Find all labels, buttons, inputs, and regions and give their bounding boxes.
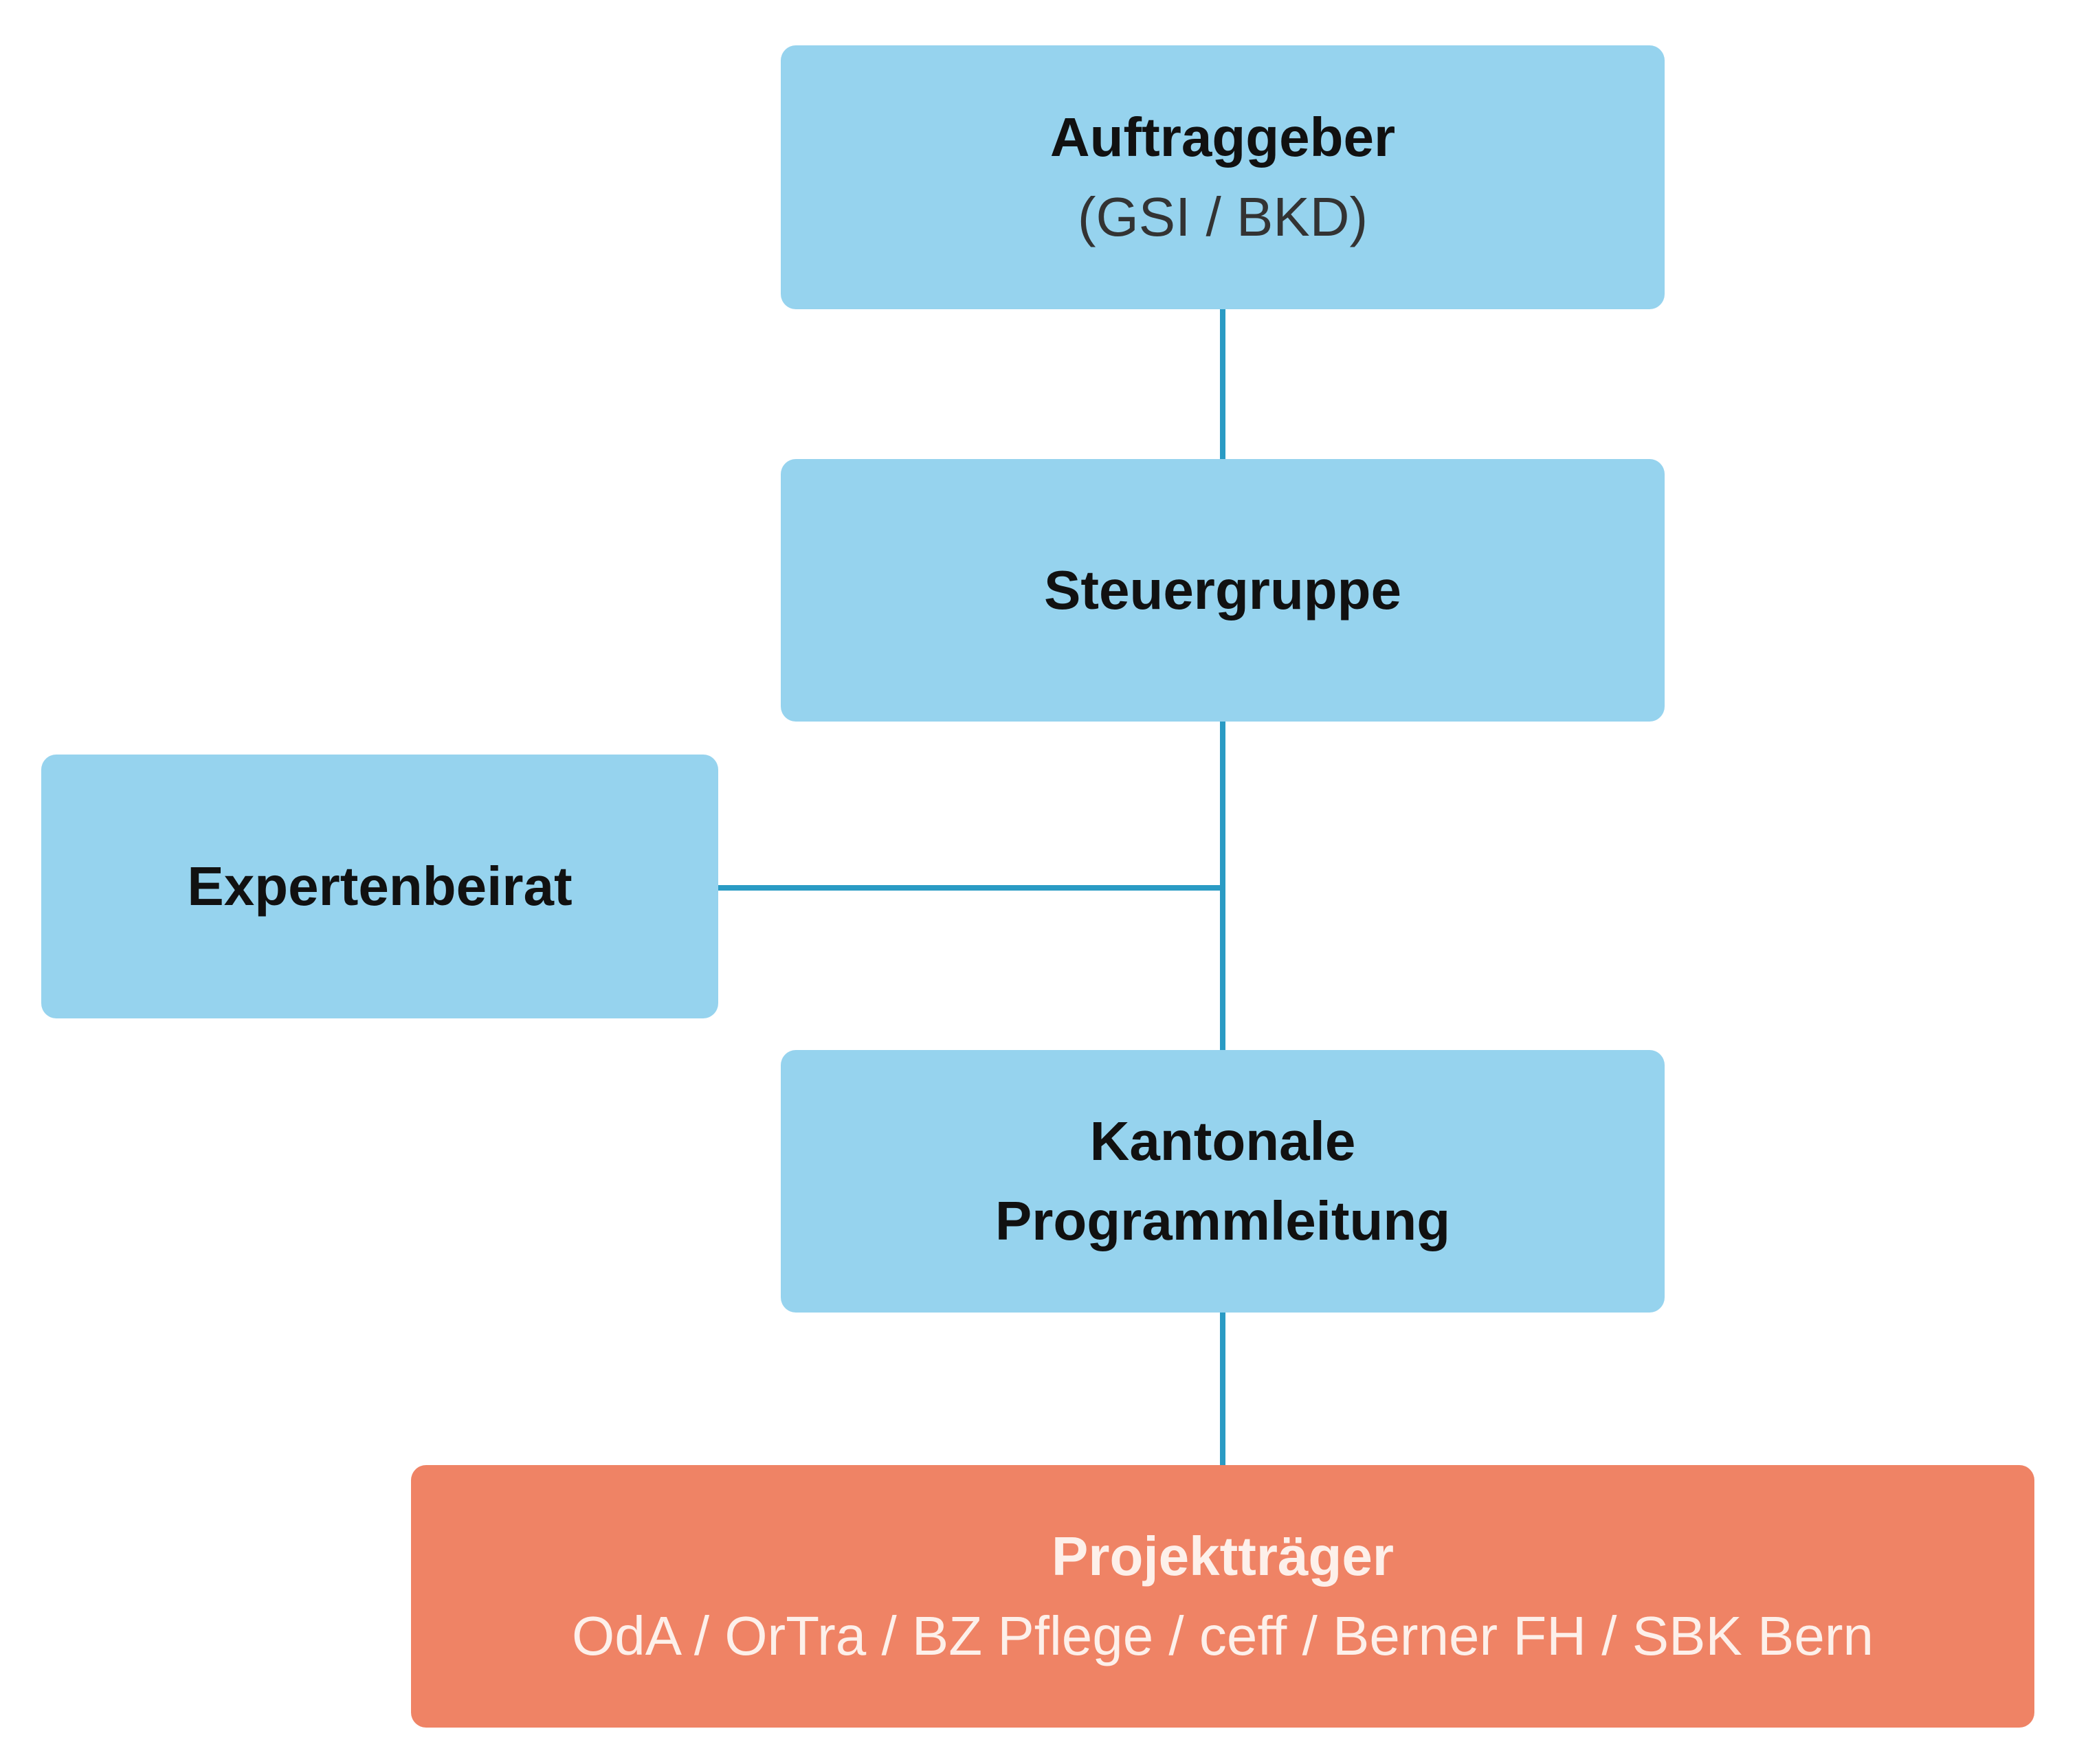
node-projekttraeger-subtitle: OdA / OrTra / BZ Pflege / ceff / Berner … [571,1605,1874,1666]
node-auftraggeber-title: Auftraggeber [1049,107,1396,168]
node-steuergruppe: Steuergruppe [781,459,1665,722]
node-auftraggeber: Auftraggeber (GSI / BKD) [781,45,1665,309]
node-expertenbeirat: Expertenbeirat [41,755,718,1018]
node-programmleitung: Kantonale Programmleitung [781,1050,1665,1313]
node-programmleitung-title: Kantonale Programmleitung [995,1102,1450,1261]
node-steuergruppe-title: Steuergruppe [1043,559,1402,621]
node-auftraggeber-subtitle: (GSI / BKD) [1077,186,1368,247]
node-projekttraeger-title: Projektträger [1052,1526,1394,1587]
node-expertenbeirat-title: Expertenbeirat [187,856,573,917]
node-programmleitung-title-line2: Programmleitung [995,1190,1451,1251]
node-programmleitung-title-line1: Kantonale [1089,1110,1356,1172]
node-projekttraeger: Projektträger OdA / OrTra / BZ Pflege / … [411,1465,2034,1728]
